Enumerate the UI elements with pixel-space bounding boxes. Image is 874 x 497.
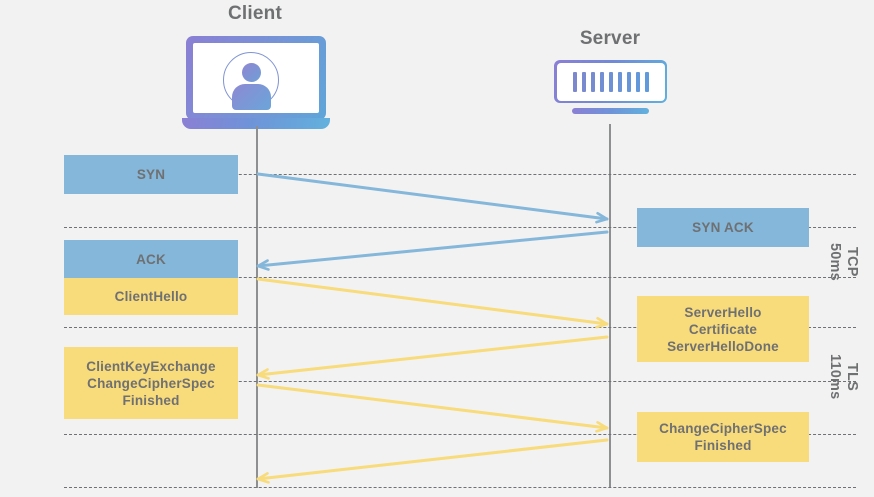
server-title: Server <box>579 28 641 49</box>
message-box-label: SYN <box>136 167 166 182</box>
client-title: Client <box>228 3 282 24</box>
server-stand <box>572 108 649 114</box>
phase-label-latency: 110ms <box>827 354 843 400</box>
dashed-guide-line <box>64 381 856 382</box>
message-box-label: ClientHello <box>114 289 188 304</box>
phase-label-latency: 50ms <box>827 243 843 281</box>
message-box-syn[interactable]: SYN <box>64 155 238 194</box>
client-key-arrow <box>256 383 609 433</box>
server-led-bar <box>644 71 649 92</box>
change-cipher-spec-arrow <box>256 438 609 484</box>
dashed-guide-line <box>64 277 856 278</box>
client-lifeline <box>256 126 259 488</box>
server-led-bar <box>626 71 631 92</box>
server-rack-icon <box>548 60 673 130</box>
server-chassis <box>554 60 667 103</box>
message-box-syn-ack[interactable]: SYN ACK <box>637 208 809 247</box>
server-led-bar <box>581 71 586 92</box>
client-hello-arrow <box>256 277 609 329</box>
laptop-user-icon <box>182 36 332 134</box>
server-lifeline <box>609 124 612 488</box>
server-led-row <box>556 62 665 101</box>
dashed-guide-line <box>64 227 856 228</box>
phase-label-protocol: TCP <box>844 247 860 277</box>
dashed-guide-line <box>64 174 856 175</box>
laptop-base <box>182 118 330 129</box>
server-led-bar <box>590 71 595 92</box>
server-led-bar <box>599 71 604 92</box>
dashed-guide-line <box>64 487 856 488</box>
syn-arrow <box>256 172 609 224</box>
server-led-bar <box>608 71 613 92</box>
avatar-body-icon <box>232 84 271 110</box>
server-hello-arrow <box>256 335 609 380</box>
syn-ack-arrow <box>256 230 609 271</box>
server-led-bar <box>572 71 577 92</box>
message-box-ack[interactable]: ACK <box>64 240 238 278</box>
message-box-label: ACK <box>136 251 166 267</box>
phase-label-protocol: TLS <box>844 363 860 391</box>
server-led-bar <box>617 71 622 92</box>
message-box-label: SYN ACK <box>692 220 754 235</box>
server-led-bar <box>635 71 640 92</box>
dashed-guide-line <box>64 327 856 328</box>
dashed-guide-line <box>64 434 856 435</box>
avatar-head-icon <box>242 63 261 82</box>
message-box-client-hello[interactable]: ClientHello <box>64 278 238 315</box>
